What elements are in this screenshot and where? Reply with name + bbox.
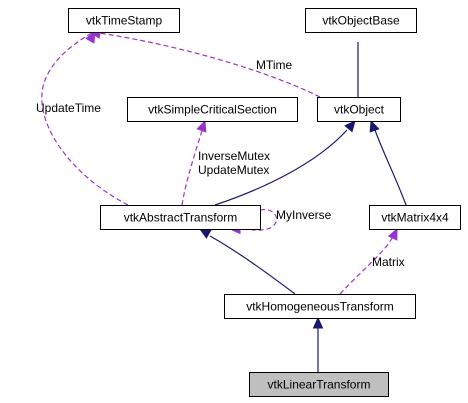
class-box[interactable] xyxy=(305,8,417,33)
edges-layer: MTimeUpdateTimeInverseMutexUpdateMutexMy… xyxy=(36,21,407,372)
edge-arrowhead xyxy=(344,120,356,133)
edge-homogeneous-to-matrix: Matrix xyxy=(339,227,405,295)
edge-homogeneous-to-abstract xyxy=(198,228,296,295)
class-box[interactable] xyxy=(369,205,461,230)
class-node-matrix[interactable]: vtkMatrix4x4 xyxy=(369,205,461,230)
class-node-linear[interactable]: vtkLinearTransform xyxy=(249,372,389,397)
class-node-critsec[interactable]: vtkSimpleCriticalSection xyxy=(127,97,298,122)
class-label: vtkObjectBase xyxy=(322,14,400,28)
edge-abstract-to-object xyxy=(214,120,356,206)
edge-line xyxy=(181,130,203,206)
class-node-objectbase[interactable]: vtkObjectBase xyxy=(305,8,417,33)
edge-line xyxy=(374,129,407,206)
class-label: vtkHomogeneousTransform xyxy=(246,300,394,314)
class-node-object[interactable]: vtkObject xyxy=(317,97,401,122)
edge-arrowhead xyxy=(198,228,212,239)
edge-line xyxy=(98,32,321,98)
class-node-abstract[interactable]: vtkAbstractTransform xyxy=(100,205,261,230)
edge-matrix-to-object xyxy=(369,119,407,206)
class-box[interactable] xyxy=(317,97,401,122)
edge-label: InverseMutex xyxy=(198,149,270,163)
edge-label: Matrix xyxy=(372,255,405,269)
edge-abstract-to-timestamp: UpdateTime xyxy=(36,30,129,206)
class-box[interactable] xyxy=(100,205,261,230)
class-label: vtkLinearTransform xyxy=(268,378,371,392)
edge-arrowhead xyxy=(369,119,380,133)
edge-line xyxy=(41,32,129,206)
class-label: vtkObject xyxy=(334,103,385,117)
class-label: vtkSimpleCriticalSection xyxy=(148,103,277,117)
class-label: vtkTimeStamp xyxy=(86,14,163,28)
class-box[interactable] xyxy=(224,294,416,319)
class-label: vtkMatrix4x4 xyxy=(381,211,449,225)
class-node-homogeneous[interactable]: vtkHomogeneousTransform xyxy=(224,294,416,319)
class-label: vtkAbstractTransform xyxy=(124,211,238,225)
edge-linear-to-homogeneous xyxy=(312,316,324,372)
nodes-layer: vtkTimeStamp vtkObjectBase vtkSimpleCritic… xyxy=(68,8,461,397)
edge-label: MTime xyxy=(256,58,293,72)
edge-object-to-objectbase xyxy=(352,21,364,97)
edge-arrowhead xyxy=(387,227,398,241)
edge-line xyxy=(214,129,348,206)
edge-line xyxy=(339,237,393,295)
edge-object-to-timestamp: MTime xyxy=(88,28,321,98)
edge-line xyxy=(209,235,296,295)
class-box[interactable] xyxy=(68,8,180,33)
edge-label: MyInverse xyxy=(276,208,332,222)
edge-arrowhead xyxy=(312,316,324,329)
edge-arrowhead xyxy=(196,119,207,133)
class-box[interactable] xyxy=(249,372,389,397)
edge-label: UpdateTime xyxy=(36,101,101,115)
class-box[interactable] xyxy=(127,97,298,122)
class-node-timestamp[interactable]: vtkTimeStamp xyxy=(68,8,180,33)
edge-arrowhead xyxy=(85,30,96,44)
edge-label: UpdateMutex xyxy=(198,163,269,177)
